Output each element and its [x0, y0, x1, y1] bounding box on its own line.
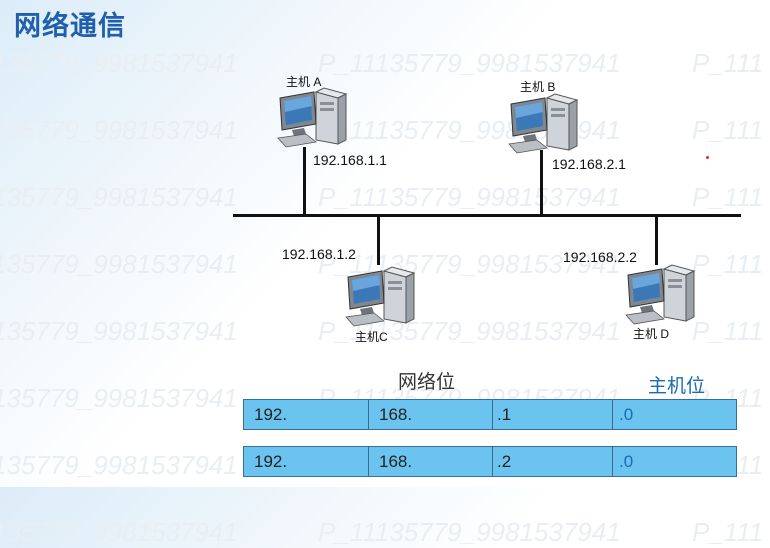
desktop-computer-icon — [345, 266, 415, 327]
page-title: 网络通信 — [14, 11, 126, 42]
address-cell: .0 — [619, 452, 634, 471]
desktop-computer-icon — [625, 264, 695, 325]
host-d-name: 主机 D — [633, 327, 670, 341]
watermark-text: P_111 — [692, 249, 764, 279]
watermark-text: P_111 — [692, 316, 764, 346]
link-host-d — [655, 215, 658, 265]
host-bits-heading: 主机位 — [648, 376, 706, 397]
watermark-text: 135779_9981537941 — [0, 249, 238, 279]
host-c-ip: 192.168.1.2 — [282, 246, 356, 262]
address-cell: 192. — [244, 447, 369, 476]
watermark-text: 135779_9981537941 — [0, 517, 238, 547]
red-dot — [706, 156, 709, 159]
watermark-text: 135779_9981537941 — [0, 182, 238, 212]
address-row-2: 192. 168. .2 .0 — [243, 446, 737, 477]
link-host-a — [303, 147, 306, 215]
desktop-computer-icon — [277, 87, 347, 148]
watermark-text: P_111 — [692, 182, 764, 212]
address-cell: 168. — [369, 400, 493, 429]
watermark-text: P_11135779_9981537941 — [318, 182, 621, 212]
address-cell: .2 — [493, 447, 613, 476]
watermark-text: P_111 — [692, 517, 764, 547]
watermark-text: P_11135779_9981537941 — [318, 517, 621, 547]
watermark-text: 135779_9981537941 — [0, 115, 238, 145]
link-host-b — [540, 150, 543, 215]
host-b-ip: 192.168.2.1 — [552, 156, 626, 172]
address-row-1: 192. 168. .1 .0 — [243, 399, 737, 430]
watermark-text: P_111 — [692, 115, 764, 145]
host-a-name: 主机 A — [286, 75, 322, 89]
desktop-computer-icon — [508, 93, 578, 154]
host-b-name: 主机 B — [520, 80, 556, 94]
watermark-text: 135779_9981537941 — [0, 316, 238, 346]
watermark-text: 135779_9981537941 — [0, 450, 238, 480]
host-a-ip: 192.168.1.1 — [313, 152, 387, 168]
watermark-text: 135779_9981537941 — [0, 383, 238, 413]
network-bus — [233, 214, 741, 217]
address-cell: 168. — [369, 447, 493, 476]
address-cell: 192. — [244, 400, 369, 429]
watermark-text: 135779_9981537941 — [0, 48, 238, 78]
address-cell: .1 — [493, 400, 613, 429]
watermark-text: P_11135779_9981537941 — [318, 48, 621, 78]
watermark-text: P_111 — [692, 48, 764, 78]
host-c-name: 主机C — [355, 330, 388, 344]
address-cell: .0 — [619, 405, 634, 424]
network-bits-heading: 网络位 — [398, 372, 456, 393]
host-d-ip: 192.168.2.2 — [563, 249, 637, 265]
link-host-c — [377, 215, 380, 265]
